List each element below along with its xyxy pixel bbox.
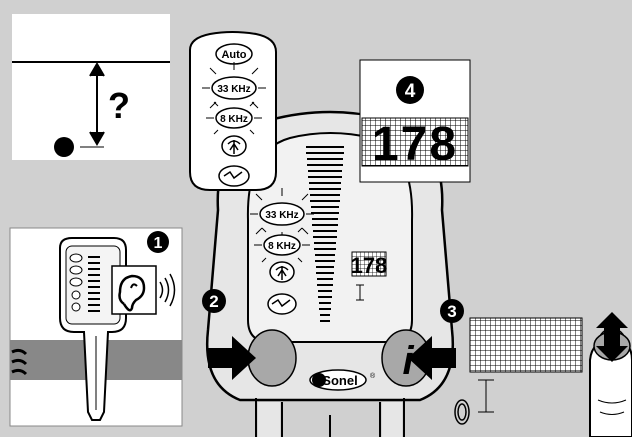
zoomed-digits: 178 [372,118,458,171]
svg-text:i: i [402,339,414,383]
freq-8khz-indicator: 8 KHz [254,227,310,268]
cable-ends-icon [11,348,28,376]
info-button[interactable]: i [381,329,431,387]
power-mode-icon [267,293,297,315]
display-grid-panel [454,317,583,425]
popup-radio-button[interactable] [221,135,247,157]
depth-question-mark: ? [108,85,130,126]
mode-popup: Auto 33 KHz 8 KHz [189,31,277,191]
depth-digit-display: 178 [351,251,388,301]
popup-8khz-button[interactable]: 8 KHz [206,101,262,135]
svg-text:8 KHz: 8 KHz [220,114,248,125]
signal-level-meter [306,146,344,322]
step-3-badge: 3 [440,299,464,323]
cable-cross-section-icon [454,399,470,425]
svg-text:33 KHz: 33 KHz [265,210,298,221]
svg-text:4: 4 [405,81,416,102]
svg-text:3: 3 [447,302,456,321]
popup-power-button[interactable] [218,165,250,187]
buried-cable-dot [54,137,74,157]
small-detector [59,237,127,421]
svg-text:33 KHz: 33 KHz [217,84,250,95]
sonel-logo: Sonel ® [309,369,376,391]
svg-text:®: ® [370,372,376,380]
zoomed-display-panel: 4 178 [359,59,471,183]
svg-text:Auto: Auto [221,49,246,61]
up-down-arrow-icon [596,312,628,362]
press-arrow-right-icon [408,336,456,380]
auto-mode-button[interactable]: Auto [215,43,253,65]
svg-text:2: 2 [209,292,218,311]
radio-mode-icon [269,261,295,283]
step-1-badge: 1 [147,231,169,253]
svg-text:1: 1 [154,235,163,252]
depth-arrow [80,62,105,148]
step-2-badge: 2 [202,289,226,313]
svg-text:8 KHz: 8 KHz [268,241,296,252]
step-4-badge: 4 [396,76,424,104]
ear-icon [111,265,157,315]
press-arrow-left-icon [208,336,256,380]
freq-33khz-indicator: 33 KHz [250,188,314,240]
depth-panel: ? [12,14,170,160]
sound-waves-icon [159,273,176,307]
svg-text:Sonel: Sonel [322,373,357,388]
audio-panel: 1 [9,227,183,427]
svg-text:178: 178 [351,253,388,278]
